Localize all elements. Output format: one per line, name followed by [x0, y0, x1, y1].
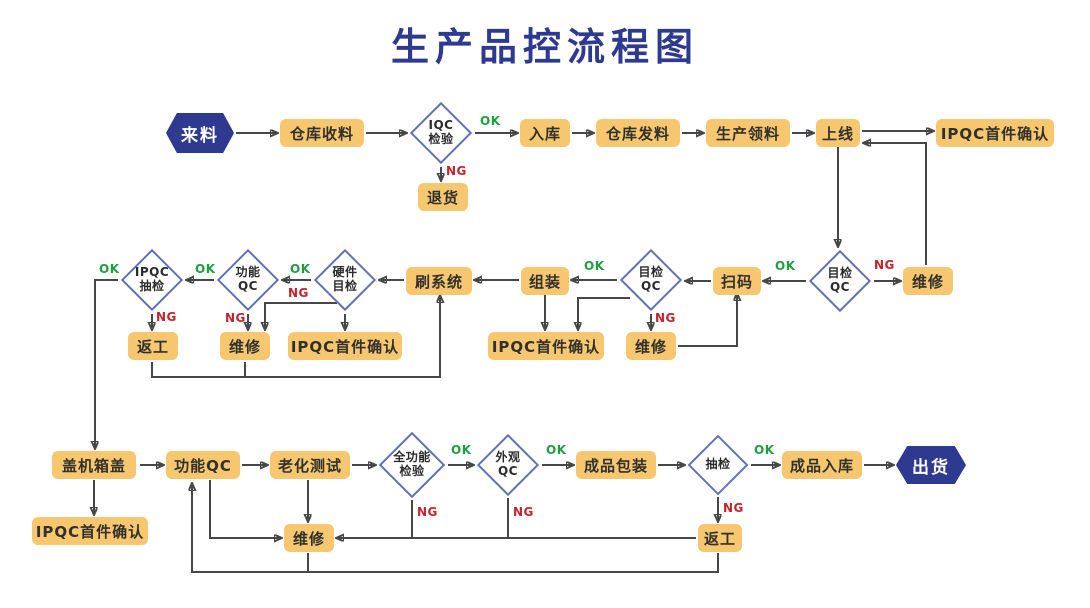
node-repair-mid-left: 维修	[220, 332, 270, 360]
node-function-qc-bottom: 功能QC	[166, 451, 240, 479]
node-label: 成品入库	[789, 456, 854, 475]
node-return-goods: 退货	[418, 183, 468, 211]
node-appearance-qc: 外观 QC	[476, 433, 540, 497]
node-finished-stock-in: 成品入库	[782, 451, 862, 479]
node-label: 仓库发料	[605, 124, 670, 143]
node-visual-qc-mid: 目检 QC	[619, 248, 683, 312]
node-label: 上线	[821, 124, 854, 143]
node-hardware-visual-inspection: 硬件 目检	[313, 248, 377, 312]
node-label: 盖机箱盖	[61, 456, 126, 475]
flow-edge	[864, 143, 927, 265]
node-warehouse-receiving: 仓库收料	[280, 119, 364, 147]
node-production-picking: 生产领料	[706, 119, 790, 147]
node-flash-system: 刷系统	[406, 267, 472, 295]
flow-edge	[265, 302, 337, 329]
ng-label: NG	[874, 258, 895, 272]
ok-label: OK	[754, 443, 775, 457]
node-incoming-material: 来料	[166, 113, 234, 153]
node-full-function-inspection: 全功能 检验	[378, 431, 446, 499]
node-iqc-inspection: IQC 检验	[409, 101, 473, 165]
node-finished-packing: 成品包装	[576, 451, 656, 479]
ng-label: NG	[225, 311, 246, 325]
ng-label: NG	[723, 501, 744, 515]
node-label: 维修	[634, 337, 667, 356]
flow-edge	[209, 480, 281, 538]
node-rework-mid: 返工	[128, 332, 178, 360]
flow-edge	[678, 294, 737, 347]
node-label: 仓库收料	[289, 124, 354, 143]
node-scan-code: 扫码	[713, 267, 761, 295]
node-label: IQC 检验	[428, 118, 454, 146]
ng-label: NG	[288, 286, 309, 300]
node-ipqc-first-article-confirm-mid-left: IPQC首件确认	[288, 332, 402, 360]
ok-label: OK	[775, 259, 796, 273]
node-visual-qc-right: 目检 QC	[808, 249, 872, 313]
node-label: 目检 QC	[827, 266, 853, 294]
ng-label: NG	[156, 310, 177, 324]
ok-label: OK	[99, 262, 120, 276]
node-repair-bottom: 维修	[284, 524, 334, 552]
node-assembly: 组装	[521, 267, 569, 295]
node-label: IPQC首件确认	[290, 337, 400, 356]
ng-label: NG	[446, 164, 467, 178]
ok-label: OK	[195, 262, 216, 276]
node-close-case-cover: 盖机箱盖	[52, 451, 136, 479]
flow-edge	[192, 484, 719, 573]
node-label: 功能 QC	[235, 265, 261, 293]
node-label: IPQC 抽检	[134, 265, 170, 293]
node-warehouse-issuing: 仓库发料	[596, 119, 680, 147]
node-label: 返工	[136, 337, 169, 356]
node-label: 功能QC	[174, 456, 232, 475]
node-label: IPQC首件确认	[35, 522, 145, 541]
node-ipqc-first-article-confirm-bottom: IPQC首件确认	[32, 517, 148, 545]
page-title: 生产品控流程图	[390, 25, 699, 69]
ng-label: NG	[417, 505, 438, 519]
flow-edge	[95, 279, 118, 448]
node-go-online: 上线	[816, 119, 860, 147]
node-label: 返工	[703, 529, 736, 548]
node-label: 生产领料	[715, 124, 780, 143]
ok-label: OK	[451, 443, 472, 457]
node-label: 刷系统	[414, 272, 463, 291]
ok-label: OK	[290, 262, 311, 276]
node-label: 外观 QC	[495, 450, 521, 478]
flow-edge	[151, 296, 440, 378]
node-label: 组装	[528, 272, 561, 291]
node-stock-in: 入库	[520, 119, 570, 147]
ng-label: NG	[513, 505, 534, 519]
node-burn-in-test: 老化测试	[270, 451, 350, 479]
node-label: 出货	[912, 457, 950, 478]
node-repair-right: 维修	[903, 267, 953, 295]
node-label: 成品包装	[583, 456, 648, 475]
node-label: 抽检	[705, 457, 731, 472]
ok-label: OK	[546, 443, 567, 457]
node-ipqc-sampling: IPQC 抽检	[120, 248, 184, 312]
node-function-qc-mid: 功能 QC	[216, 248, 280, 312]
node-label: 维修	[911, 272, 944, 291]
node-label: IPQC首件确认	[940, 124, 1050, 143]
node-label: 硬件 目检	[332, 265, 358, 293]
node-label: IPQC首件确认	[491, 337, 601, 356]
node-label: 来料	[181, 125, 219, 146]
node-sampling-inspection: 抽检	[687, 434, 749, 496]
node-ipqc-first-article-confirm-mid-right: IPQC首件确认	[488, 332, 604, 360]
node-label: 维修	[292, 529, 325, 548]
node-label: 目检 QC	[638, 265, 664, 293]
node-label: 扫码	[720, 272, 753, 291]
node-label: 老化测试	[277, 456, 342, 475]
node-label: 入库	[528, 124, 561, 143]
node-label: 全功能 检验	[393, 450, 431, 478]
node-ipqc-first-article-confirm-top: IPQC首件确认	[936, 119, 1054, 147]
ng-label: NG	[655, 311, 676, 325]
node-shipment: 出货	[896, 446, 966, 484]
flow-edge	[578, 297, 630, 329]
node-repair-mid-right: 维修	[626, 332, 676, 360]
ok-label: OK	[480, 114, 501, 128]
node-label: 维修	[228, 337, 261, 356]
node-rework-bottom: 返工	[698, 524, 742, 552]
node-label: 退货	[426, 188, 459, 207]
ok-label: OK	[584, 259, 605, 273]
